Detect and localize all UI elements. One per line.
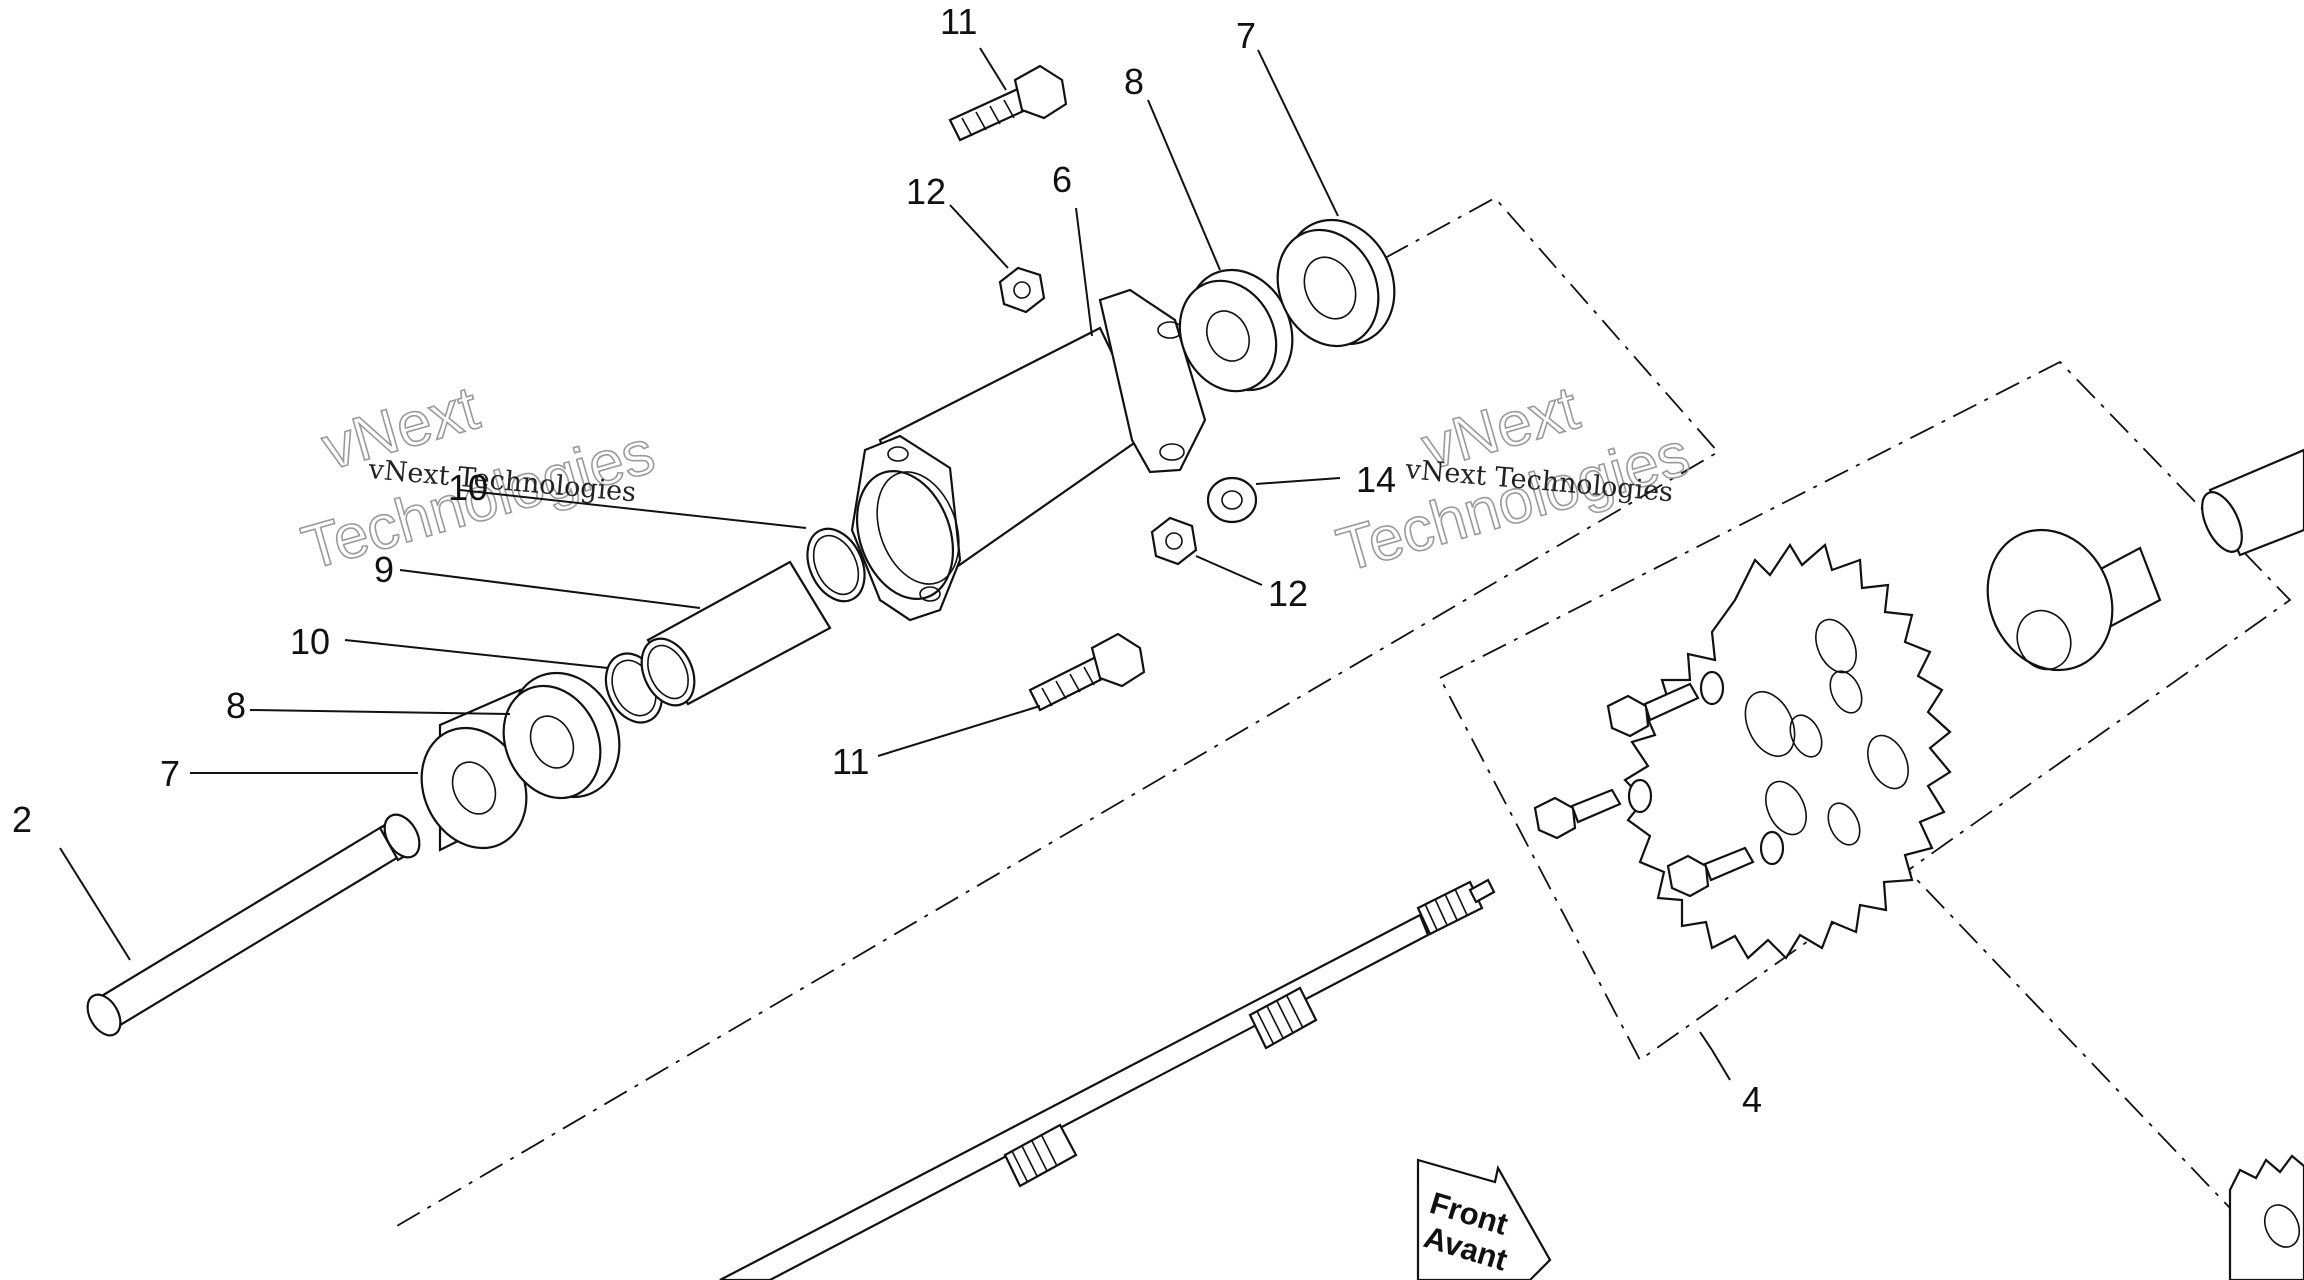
sprocket-assembly-boundary: [1438, 360, 2292, 1062]
part-bearing-lower: [420, 688, 528, 852]
callout-7-lower: 7: [160, 753, 180, 794]
part-shaft-pin: [86, 813, 421, 1037]
callout-14: 14: [1356, 459, 1396, 500]
part-seal-upper: [1178, 268, 1294, 393]
part-washer: [1206, 476, 1258, 524]
leader-11-upper: [979, 47, 1007, 91]
callout-labels: 2 4 6 7 7 8 8 9 10 10 11 11 12 12 14: [12, 1, 1762, 1120]
leader-9: [399, 569, 701, 609]
callout-7-upper: 7: [1236, 15, 1256, 56]
leader-4-b: [1711, 1049, 1731, 1081]
callout-6: 6: [1052, 159, 1072, 200]
part-bolt-lower: [1028, 632, 1146, 712]
part-circlip-upper: [806, 527, 866, 603]
leader-12-lower: [1195, 555, 1263, 586]
callout-11-lower: 11: [832, 741, 869, 782]
callout-2: 2: [12, 799, 32, 840]
part-seal-lower: [502, 671, 621, 800]
leader-4-a: [1699, 1031, 1713, 1051]
leader-2: [59, 847, 131, 961]
part-drive-shaft: [719, 878, 1496, 1280]
assembly-boundary-upper: [389, 196, 1720, 1231]
part-nut-lower: [1150, 516, 1198, 566]
part-bearing-upper: [1276, 218, 1396, 348]
part-nut-upper: [998, 266, 1046, 314]
part-bolt-upper: [948, 64, 1068, 142]
sprocket-axis-line: [1859, 819, 2271, 1251]
leader-14: [1255, 477, 1341, 485]
part-sprocket: [1623, 542, 1952, 960]
leader-8-lower: [249, 709, 511, 715]
callout-12-upper: 12: [906, 171, 946, 212]
leader-10-upper: [459, 489, 807, 529]
callout-8-upper: 8: [1124, 61, 1144, 102]
part-sprocket-bolt-2: [1533, 778, 1653, 840]
part-sprocket-hub: [1986, 448, 2304, 672]
part-sprocket-bolt-3: [1666, 830, 1785, 898]
callout-4: 4: [1742, 1079, 1762, 1120]
leader-7-upper: [1257, 49, 1339, 217]
part-bearing-housing: [850, 288, 1207, 622]
callout-10-lower: 10: [290, 621, 330, 662]
front-direction-sign: Front Avant: [1416, 1158, 1552, 1280]
leader-12-upper: [949, 204, 1009, 269]
leader-6: [1075, 207, 1093, 337]
leader-10-lower: [344, 639, 609, 669]
leader-lines: [59, 47, 1731, 1081]
callout-11-upper: 11: [940, 1, 977, 42]
part-sleeve: [640, 560, 832, 707]
leader-11-lower: [877, 705, 1041, 757]
callout-10-upper: 10: [448, 467, 488, 508]
callout-12-lower: 12: [1268, 573, 1308, 614]
callout-8-lower: 8: [226, 685, 246, 726]
part-sprocket-bolt-1: [1606, 670, 1725, 738]
part-small-sprocket: [2228, 1154, 2304, 1280]
leader-8-upper: [1147, 99, 1221, 271]
callout-9: 9: [374, 549, 394, 590]
